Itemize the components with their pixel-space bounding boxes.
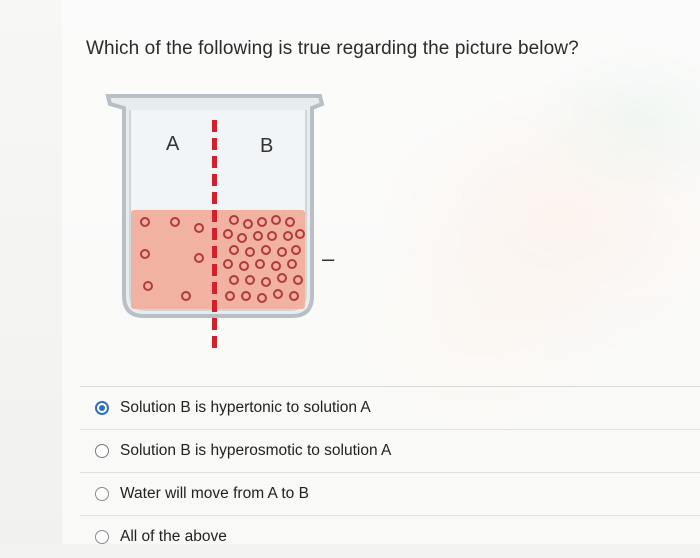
label-a: A <box>166 133 180 155</box>
particles-b <box>223 215 305 303</box>
label-b: B <box>260 135 273 157</box>
option-3[interactable]: Water will move from A to B <box>80 472 700 515</box>
option-label: Solution B is hypertonic to solution A <box>120 399 371 416</box>
question-text: Which of the following is true regarding… <box>86 38 579 59</box>
beaker-svg: A B – <box>105 94 335 348</box>
particles-a <box>140 217 204 301</box>
option-2[interactable]: Solution B is hyperosmotic to solution A <box>80 429 700 472</box>
option-4[interactable]: All of the above <box>80 515 700 558</box>
option-label: Solution B is hyperosmotic to solution A <box>120 442 392 459</box>
radio-icon[interactable] <box>95 487 109 501</box>
answer-options: Solution B is hypertonic to solution A S… <box>80 386 700 558</box>
radio-selected-icon[interactable] <box>95 401 109 415</box>
solution-fill <box>131 210 305 309</box>
option-label: All of the above <box>120 528 227 545</box>
radio-icon[interactable] <box>95 530 109 544</box>
option-1[interactable]: Solution B is hypertonic to solution A <box>80 386 700 429</box>
beaker-figure: A B – <box>100 86 360 356</box>
membrane <box>212 120 217 348</box>
radio-icon[interactable] <box>95 444 109 458</box>
option-label: Water will move from A to B <box>120 485 309 502</box>
minus-sign: – <box>322 246 335 271</box>
